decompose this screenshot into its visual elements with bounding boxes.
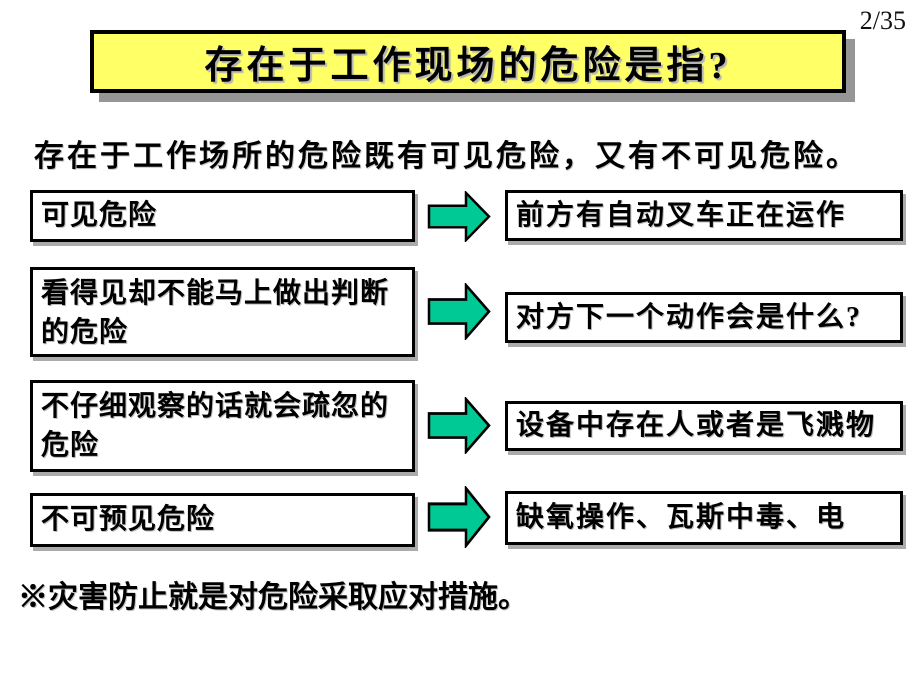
slide-title: 存在于工作现场的危险是指? bbox=[204, 45, 732, 87]
intro-sentence: 存在于工作场所的危险既有可见危险，又有不可见危险。 bbox=[34, 140, 859, 173]
hazard-example-label: 设备中存在人或者是飞溅物 bbox=[516, 410, 877, 442]
right-arrow-icon bbox=[427, 397, 491, 454]
hazard-example-label: 前方有自动叉车正在运作 bbox=[516, 199, 847, 231]
right-arrow-icon bbox=[427, 486, 491, 548]
hazard-example-box: 对方下一个动作会是什么? bbox=[505, 292, 903, 343]
hazard-example-label: 缺氧操作、瓦斯中毒、电 bbox=[516, 502, 847, 534]
hazard-type-label: 不可预见危险 bbox=[41, 504, 216, 536]
hazard-type-box: 看得见却不能马上做出判断 的危险 bbox=[30, 267, 415, 357]
hazard-example-box: 设备中存在人或者是飞溅物 bbox=[505, 401, 903, 451]
hazard-type-label: 看得见却不能马上做出判断 的危险 bbox=[41, 278, 390, 349]
footnote: ※灾害防止就是对危险采取应对措施。 bbox=[18, 581, 528, 614]
right-arrow-icon bbox=[427, 191, 491, 242]
hazard-example-box: 缺氧操作、瓦斯中毒、电 bbox=[505, 491, 903, 545]
hazard-example-label: 对方下一个动作会是什么? bbox=[516, 301, 863, 333]
hazard-type-box: 不仔细观察的话就会疏忽的 危险 bbox=[30, 380, 415, 472]
hazard-example-box: 前方有自动叉车正在运作 bbox=[505, 190, 903, 241]
hazard-type-box: 不可预见危险 bbox=[30, 493, 415, 547]
hazard-type-box: 可见危险 bbox=[30, 190, 415, 242]
page-number: 2/35 bbox=[859, 6, 906, 35]
title-banner: 存在于工作现场的危险是指? bbox=[90, 30, 846, 93]
hazard-type-label: 不仔细观察的话就会疏忽的 危险 bbox=[41, 391, 390, 462]
hazard-type-label: 可见危险 bbox=[41, 200, 158, 232]
right-arrow-icon bbox=[427, 283, 491, 340]
